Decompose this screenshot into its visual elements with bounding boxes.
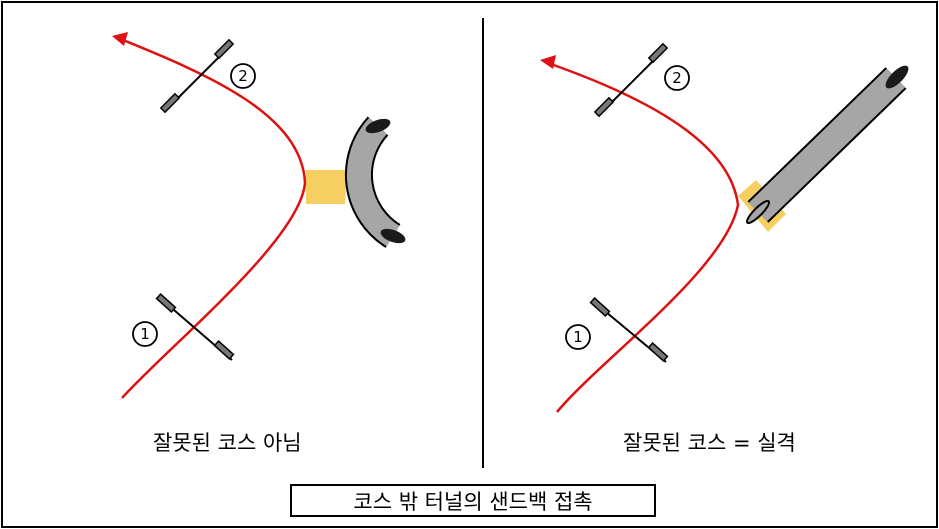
gate-1-number-left: 1	[140, 325, 150, 343]
gate-1-badge-right	[565, 324, 591, 350]
right-panel: 2 1	[540, 42, 909, 413]
dog-path-left	[117, 36, 307, 399]
gate-2-badge-right	[664, 65, 690, 91]
gate-2-number-left: 2	[238, 67, 248, 85]
gate-1-right	[589, 297, 669, 363]
curved-tunnel	[344, 116, 406, 248]
gate-2-number-right: 2	[672, 69, 682, 87]
path-arrowhead-right	[540, 55, 556, 69]
path-arrowhead-left	[112, 32, 128, 46]
gate-1-badge-left	[132, 321, 158, 347]
sandbag-highlight-left	[306, 170, 347, 204]
caption-right: 잘못된 코스 = 실격	[623, 431, 796, 455]
gate-1-number-right: 1	[573, 328, 583, 346]
gate-2-badge-left	[230, 63, 256, 89]
gate-1-left	[155, 293, 235, 361]
gate-2-right	[593, 42, 669, 118]
dog-path-right	[544, 60, 740, 413]
gate-2-left	[159, 38, 235, 114]
caption-left: 잘못된 코스 아님	[153, 431, 302, 455]
left-panel: 2 1	[112, 32, 406, 399]
footer-title: 코스 밖 터널의 샌드백 접촉	[290, 484, 656, 517]
straight-tunnel	[746, 65, 909, 224]
